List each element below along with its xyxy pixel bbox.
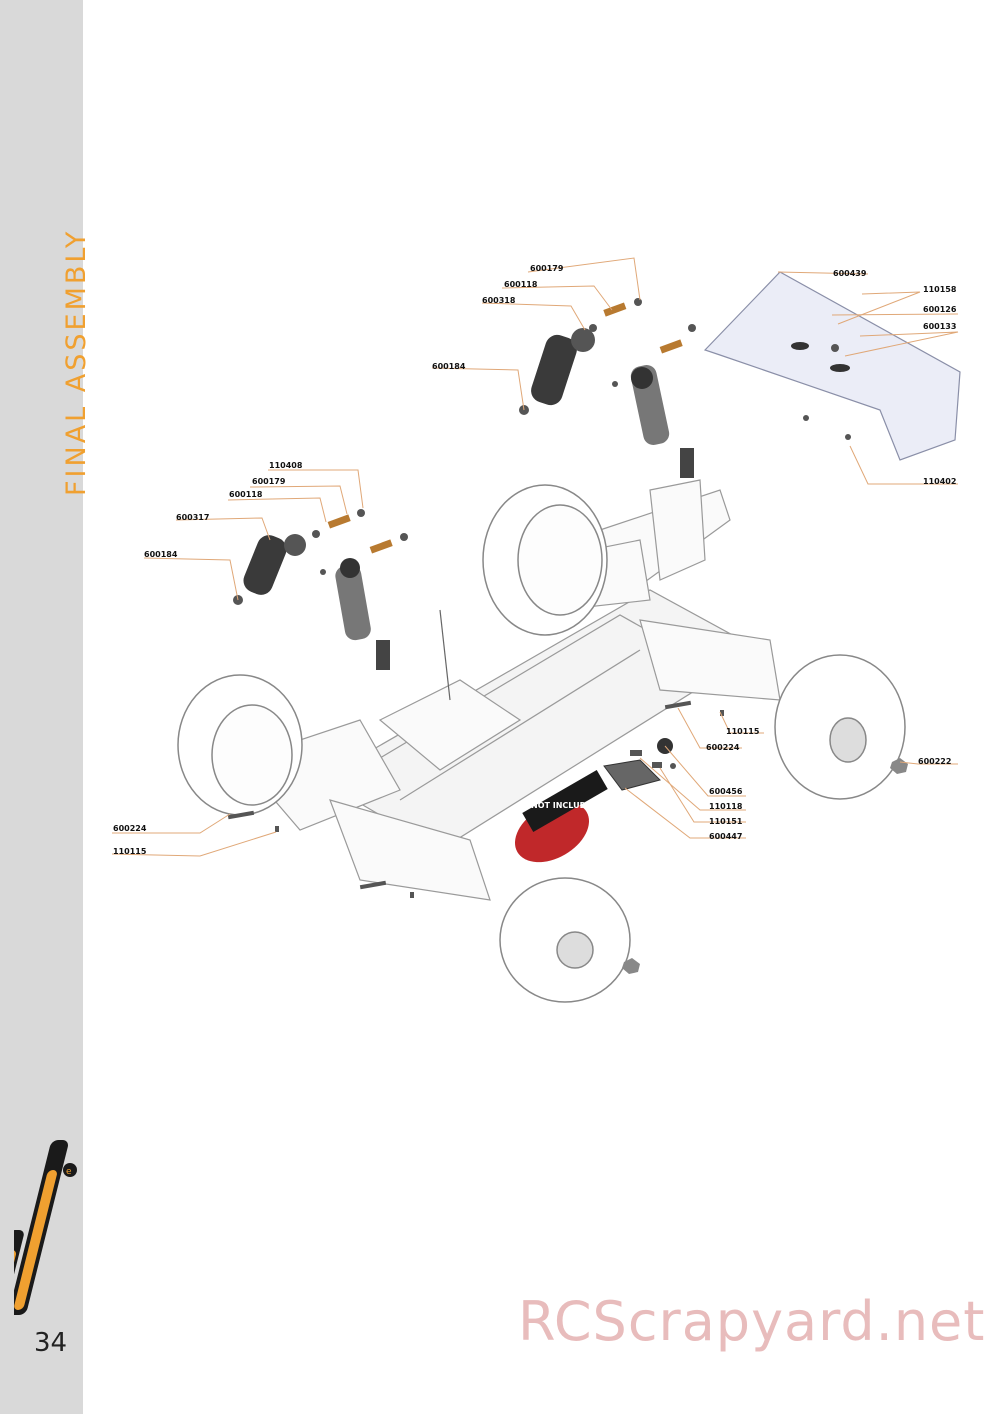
part-label: 110402 xyxy=(923,477,957,486)
front-shock-left xyxy=(233,534,306,605)
part-label: 600118 xyxy=(229,490,263,499)
rear-shock-left xyxy=(519,328,595,415)
part-label: 600118 xyxy=(504,280,538,289)
part-label: 110151 xyxy=(709,817,743,826)
part-label: 600222 xyxy=(918,757,952,766)
front-shock-right xyxy=(335,558,390,670)
part-label: 600318 xyxy=(482,296,516,305)
part-label: 600224 xyxy=(706,743,740,752)
part-label: 600179 xyxy=(252,477,286,486)
part-label: 110408 xyxy=(269,461,303,470)
rear-right-wheel xyxy=(774,654,906,800)
part-label: 600456 xyxy=(709,787,743,796)
part-label: 600224 xyxy=(113,824,147,833)
part-label: 600126 xyxy=(923,305,957,314)
part-label: 600184 xyxy=(432,362,466,371)
front-wheel-nut xyxy=(622,958,640,974)
center-housing xyxy=(378,679,522,771)
part-label: 600447 xyxy=(709,832,743,841)
part-label: 110115 xyxy=(113,847,147,856)
rear-shock-right xyxy=(630,365,694,478)
front-left-wheel xyxy=(177,674,303,816)
part-label: 110115 xyxy=(726,727,760,736)
part-label: 600133 xyxy=(923,322,957,331)
rear-arm xyxy=(639,619,781,701)
rear-left-wheel xyxy=(482,484,608,636)
part-label: 110158 xyxy=(923,285,957,294)
watermark: RCScrapyard.net xyxy=(518,1290,986,1353)
part-label: 600439 xyxy=(833,269,867,278)
model-logo-icon: e xyxy=(14,1140,77,1315)
part-label: 110118 xyxy=(709,802,743,811)
rear-wing xyxy=(703,271,961,461)
part-label: 600317 xyxy=(176,513,210,522)
motor-mount xyxy=(603,759,661,791)
svg-text:e: e xyxy=(66,1167,72,1177)
front-right-wheel xyxy=(499,877,631,1003)
leader-line xyxy=(527,257,641,301)
motor-note: NOT INCLUDED xyxy=(531,801,599,810)
part-label: 600184 xyxy=(144,550,178,559)
page-number: 34 xyxy=(34,1328,68,1358)
part-label: 600179 xyxy=(530,264,564,273)
motor xyxy=(515,769,608,863)
side-bar xyxy=(0,0,83,1414)
